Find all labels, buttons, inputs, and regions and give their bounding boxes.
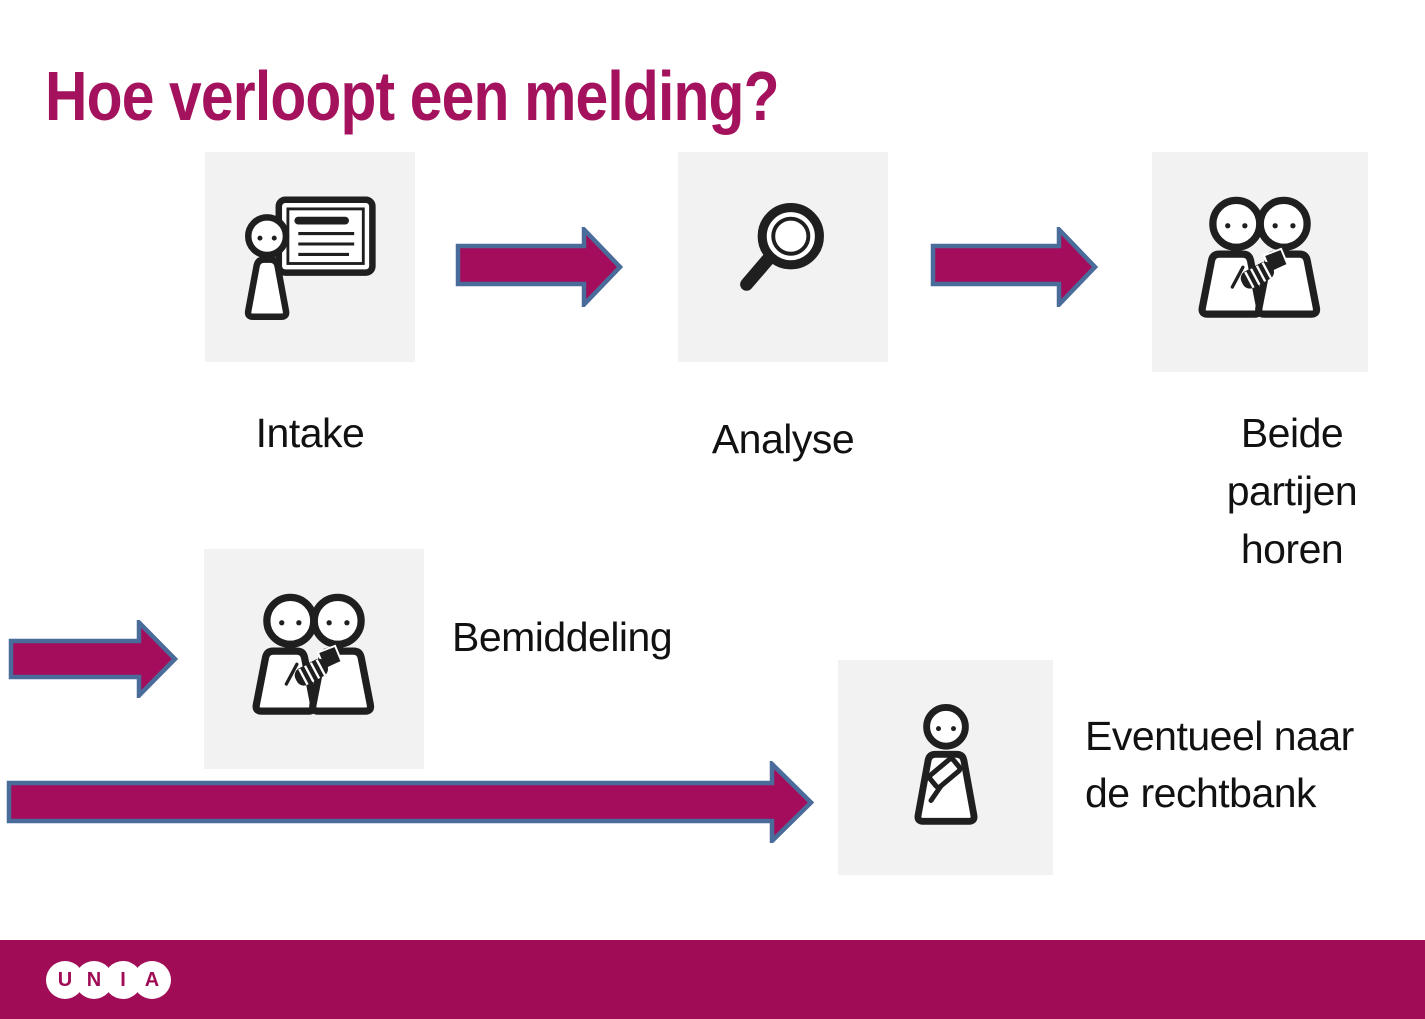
magnifier-icon [740,203,824,291]
bemiddeling-label: Bemiddeling [452,614,673,660]
rechtbank-label: Eventueel naar de rechtbank [1085,713,1354,816]
arrow-analyse-to-horen-icon [930,227,1098,307]
unia-logo: U N I A [46,961,171,999]
footer-bar [0,940,1425,1019]
analyse-label: Analyse [711,416,855,462]
arrow-to-bemiddeling-icon [8,620,178,698]
page-title: Hoe verloopt een melding? [45,56,780,135]
arrow-to-rechtbank-icon [6,761,814,843]
two-people-handshake-icon [1198,196,1321,318]
intake-label: Intake [255,410,365,456]
beide-partijen-label: Beide partijen horen [1226,410,1358,572]
beide-partijen-icon-box [1152,152,1368,372]
unia-logo-letter: A [133,961,171,999]
two-people-handshake-icon [252,593,375,715]
person-presentation-icon [244,196,376,321]
arrow-intake-to-analyse-icon [455,227,623,307]
bemiddeling-icon-box [204,549,424,769]
judge-gavel-icon [914,703,977,825]
rechtbank-icon-box [838,660,1053,875]
intake-icon-box [205,152,415,362]
analyse-icon-box [678,152,888,362]
